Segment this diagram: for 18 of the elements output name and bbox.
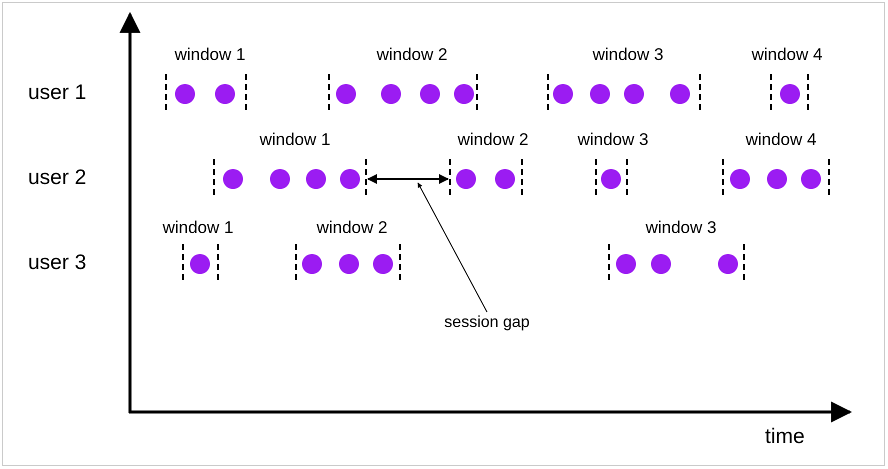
row-label: user 3 [28, 252, 86, 273]
window-label: window 3 [592, 46, 664, 63]
annotation-text: session gap [444, 313, 530, 333]
window-label: window 1 [162, 219, 234, 236]
axis-label: time [765, 426, 805, 447]
window-label: window 2 [376, 46, 448, 63]
row-label: user 2 [28, 167, 86, 188]
window-label: window 3 [646, 219, 716, 236]
window-label: window 4 [752, 46, 822, 63]
window-label: window 1 [260, 131, 330, 148]
row-label: user 1 [28, 82, 86, 103]
window-label: window 2 [316, 219, 388, 236]
double-arrow [367, 174, 449, 184]
window-label: window 1 [174, 46, 246, 63]
window-label: window 2 [458, 131, 528, 148]
window-label: window 3 [578, 131, 648, 148]
leader-line [418, 182, 488, 312]
window-label: window 4 [746, 131, 816, 148]
